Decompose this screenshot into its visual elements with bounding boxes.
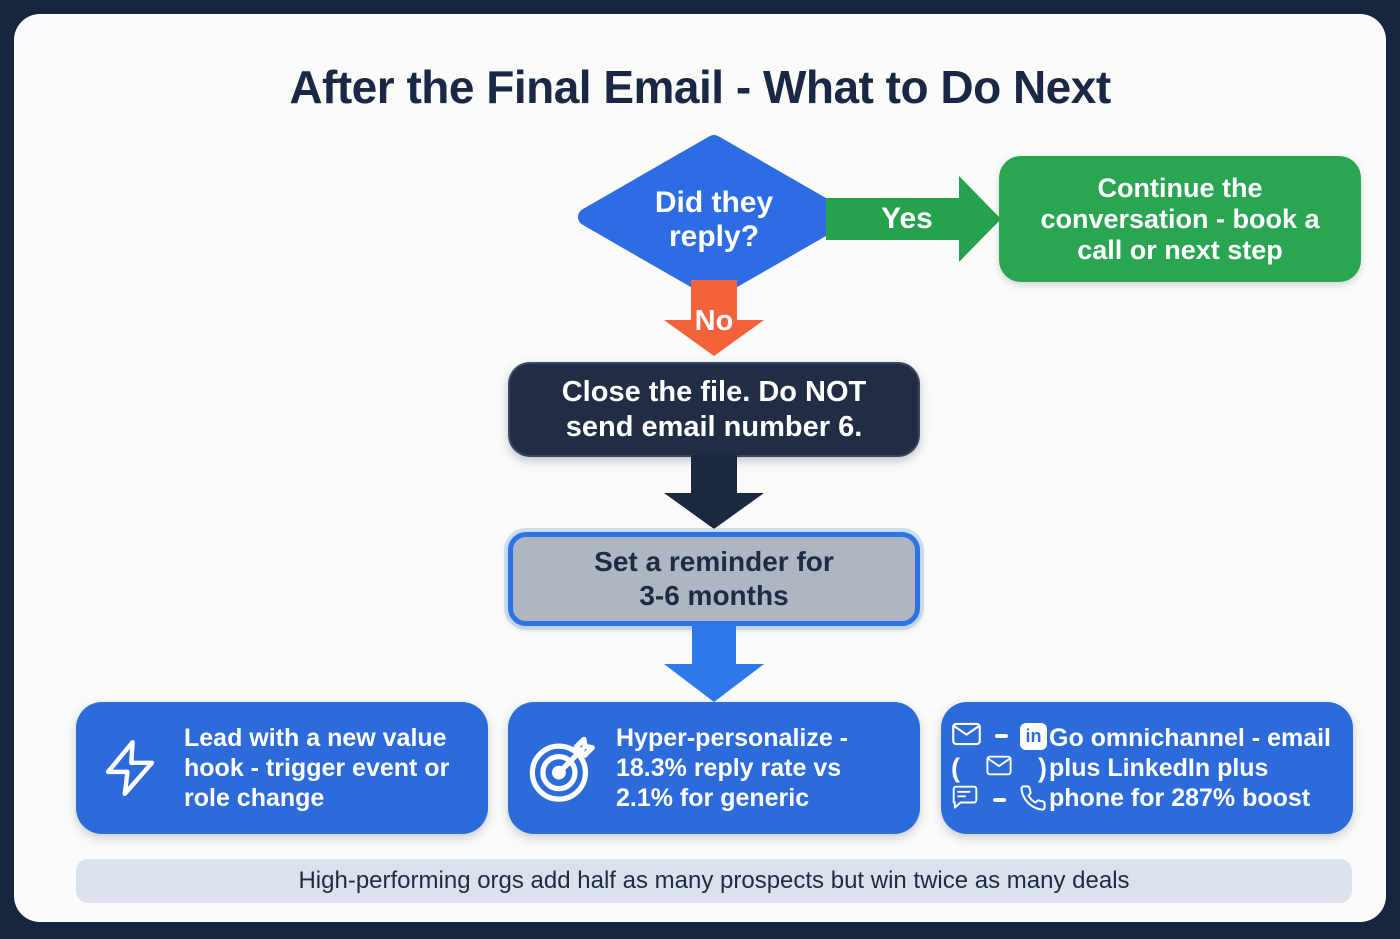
connector-dash <box>992 798 1006 802</box>
continue-conversation-text: Continue the conversation - book a call … <box>1040 172 1320 265</box>
chat-bubble-icon <box>951 785 979 816</box>
no-arrow-head <box>664 320 764 356</box>
tip-box-omnichannel: in ( ) <box>941 702 1353 834</box>
no-arrow-label: No <box>694 305 734 337</box>
lightning-icon <box>76 736 184 800</box>
tip-personalize-text: Hyper-personalize - 18.3% reply rate vs … <box>616 724 849 812</box>
yes-arrow-head <box>959 176 1001 262</box>
set-reminder-box: Set a reminder for 3-6 months <box>508 532 920 626</box>
no-arrow-body <box>691 280 737 322</box>
down-arrow-blue-head <box>664 664 764 702</box>
connector-dash <box>994 734 1008 738</box>
tip-value-hook-text: Lead with a new value hook - trigger eve… <box>184 724 450 812</box>
yes-arrow-body <box>826 198 959 240</box>
down-arrow-dark-body <box>691 455 737 495</box>
target-icon <box>508 731 616 805</box>
decision-diamond-label: Did they reply? <box>654 186 774 253</box>
linkedin-icon: in <box>1020 722 1047 750</box>
continue-conversation-box: Continue the conversation - book a call … <box>999 156 1361 282</box>
set-reminder-text: Set a reminder for 3-6 months <box>594 546 834 611</box>
page-title: After the Final Email - What to Do Next <box>289 61 1111 113</box>
infographic-card: After the Final Email - What to Do Next … <box>14 14 1386 922</box>
yes-arrow-label: Yes <box>881 202 933 235</box>
email-icon-small <box>985 755 1013 781</box>
phone-icon <box>1019 784 1047 817</box>
footer-stat-bar: High-performing orgs add half as many pr… <box>76 859 1352 903</box>
tip-box-value-hook: Lead with a new value hook - trigger eve… <box>76 702 488 834</box>
down-arrow-blue-body <box>692 624 736 666</box>
email-icon <box>951 722 982 751</box>
omnichannel-icons: in ( ) <box>941 722 1049 815</box>
tip-box-personalize: Hyper-personalize - 18.3% reply rate vs … <box>508 702 920 834</box>
close-file-box: Close the file. Do NOT send email number… <box>508 362 920 457</box>
footer-stat-text: High-performing orgs add half as many pr… <box>298 867 1130 894</box>
left-paren-glyph: ( <box>951 753 960 783</box>
tip-omnichannel-text: Go omnichannel - email plus LinkedIn plu… <box>1049 724 1331 812</box>
down-arrow-dark-head <box>664 493 764 529</box>
right-paren-glyph: ) <box>1038 753 1047 783</box>
close-file-text: Close the file. Do NOT send email number… <box>561 375 867 443</box>
